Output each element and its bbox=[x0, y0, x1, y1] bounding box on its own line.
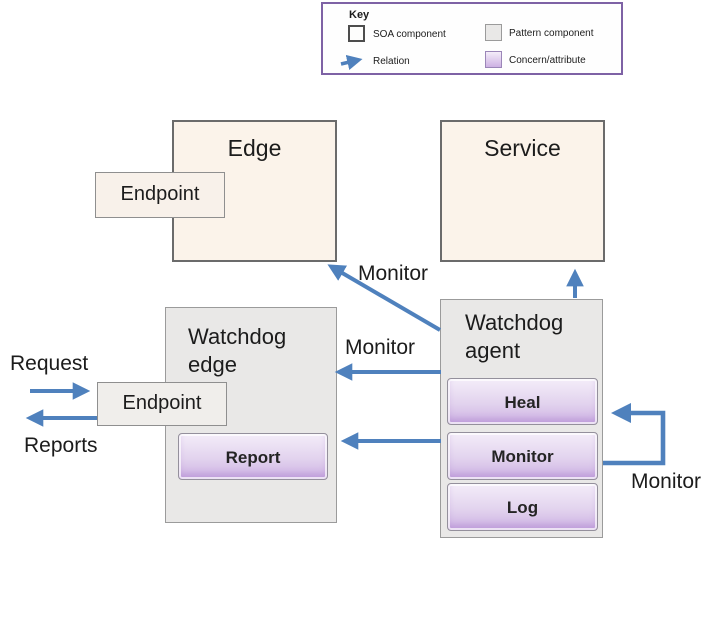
monitor-self-label: Monitor bbox=[631, 470, 702, 493]
service-box-title: Service bbox=[484, 135, 561, 161]
pattern-component-swatch-icon bbox=[485, 24, 502, 41]
watchdog-edge-title: Watchdog edge bbox=[188, 324, 287, 377]
watchdog-edge-box: Watchdog edge bbox=[165, 307, 337, 523]
heal-concern-box: Heal bbox=[447, 378, 598, 425]
service-box: Service bbox=[440, 120, 605, 262]
reports-label: Reports bbox=[24, 434, 98, 457]
legend-soa-label: SOA component bbox=[373, 29, 446, 40]
monitor-edge-label: Monitor bbox=[358, 262, 429, 285]
legend-pattern-label: Pattern component bbox=[509, 28, 594, 39]
request-label: Request bbox=[10, 352, 89, 375]
log-concern-box: Log bbox=[447, 483, 598, 531]
monitor-self-loop-arrow-icon bbox=[603, 402, 666, 466]
edge-endpoint-box: Endpoint bbox=[95, 172, 225, 218]
report-concern-box: Report bbox=[178, 433, 328, 480]
legend-title: Key bbox=[349, 9, 370, 21]
monitor-concern-box: Monitor bbox=[447, 432, 598, 480]
soa-component-swatch-icon bbox=[348, 25, 365, 42]
concern-attribute-swatch-icon bbox=[485, 51, 502, 68]
watchdog-edge-endpoint-box: Endpoint bbox=[97, 382, 227, 426]
legend-relation-label: Relation bbox=[373, 56, 410, 67]
edge-box-title: Edge bbox=[227, 135, 282, 161]
monitor-watchdog-edge-label: Monitor bbox=[345, 336, 416, 359]
legend-key-box: Key SOA component Pattern component Rela… bbox=[321, 2, 623, 75]
watchdog-agent-title: Watchdog agent bbox=[465, 310, 564, 363]
legend-concern-label: Concern/attribute bbox=[509, 55, 586, 66]
